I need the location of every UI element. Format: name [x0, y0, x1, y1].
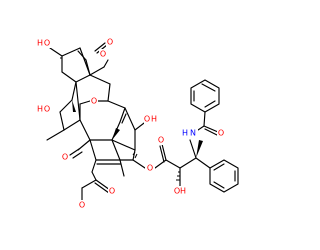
bond — [179, 157, 197, 169]
bond — [111, 139, 136, 151]
bond — [61, 47, 81, 57]
bond — [69, 148, 83, 159]
atom-label-oxygen: O — [44, 39, 50, 48]
bond — [89, 66, 105, 76]
bond — [132, 149, 136, 161]
atom-label-hydrogen: H — [180, 187, 186, 196]
bond — [79, 100, 91, 105]
atom-labels: O O H O H O O O O H O O O O O H — [37, 37, 225, 210]
wedge-bond — [72, 100, 76, 112]
bond — [63, 119, 81, 131]
atom-label-oxygen: O — [62, 153, 68, 162]
hash-bond — [134, 153, 138, 159]
bonds — [46, 42, 239, 201]
bond — [159, 145, 165, 163]
bond — [91, 159, 97, 173]
atom-label-oxygen: O — [147, 164, 153, 173]
bond — [107, 100, 126, 109]
atom-label-nitrogen: N — [190, 129, 196, 138]
bond — [161, 143, 167, 161]
bond — [111, 139, 121, 161]
bond — [77, 139, 91, 151]
atom-label-oxygen: O — [91, 97, 97, 106]
bond — [190, 79, 220, 113]
bond — [79, 119, 91, 141]
bond — [213, 163, 236, 189]
bond — [77, 50, 87, 61]
bond — [203, 111, 206, 127]
atom-label-hydrogen: H — [37, 39, 43, 48]
bond — [61, 71, 77, 83]
bond — [81, 179, 97, 189]
bond — [165, 159, 181, 169]
atom-label-oxygen: O — [218, 129, 224, 138]
bond — [59, 99, 73, 113]
atom-label-hydrogen: H — [182, 129, 188, 138]
chemical-structure-diagram: O O H O H O O O O H O O O O O H — [37, 37, 239, 210]
bond — [203, 125, 219, 136]
bond — [59, 111, 65, 131]
bond — [89, 74, 111, 85]
atom-label-oxygen: O — [174, 187, 180, 196]
atom-label-oxygen: O — [100, 50, 106, 59]
atom-label-oxygen: O — [144, 115, 150, 124]
bond — [79, 47, 91, 76]
bond — [94, 179, 111, 194]
bond — [132, 159, 146, 169]
wedge-bond — [196, 140, 203, 158]
bond — [193, 83, 216, 108]
atom-label-oxygen: O — [109, 187, 115, 196]
bond — [71, 81, 77, 101]
hash-bond — [132, 151, 136, 156]
bond — [89, 139, 97, 161]
bond — [121, 113, 127, 124]
bond — [209, 159, 239, 193]
bond — [46, 129, 65, 141]
bond — [124, 107, 136, 131]
bond — [103, 59, 109, 68]
bond — [107, 83, 111, 102]
atom-label-oxygen: O — [79, 201, 85, 210]
stereo-bonds — [60, 57, 203, 181]
bond — [49, 47, 63, 57]
bond — [75, 74, 91, 83]
atom-label-hydrogen: H — [37, 105, 43, 114]
bond — [75, 81, 81, 121]
bond — [195, 157, 211, 169]
bond — [91, 171, 97, 181]
atom-label-oxygen: O — [107, 38, 113, 47]
wedge-bond — [112, 128, 120, 140]
bond — [119, 159, 125, 177]
bond — [119, 107, 126, 123]
atom-label-oxygen: O — [44, 105, 50, 114]
atom-label-hydrogen: H — [151, 115, 157, 124]
atom-label-oxygen: O — [158, 136, 164, 145]
bond — [189, 139, 197, 159]
